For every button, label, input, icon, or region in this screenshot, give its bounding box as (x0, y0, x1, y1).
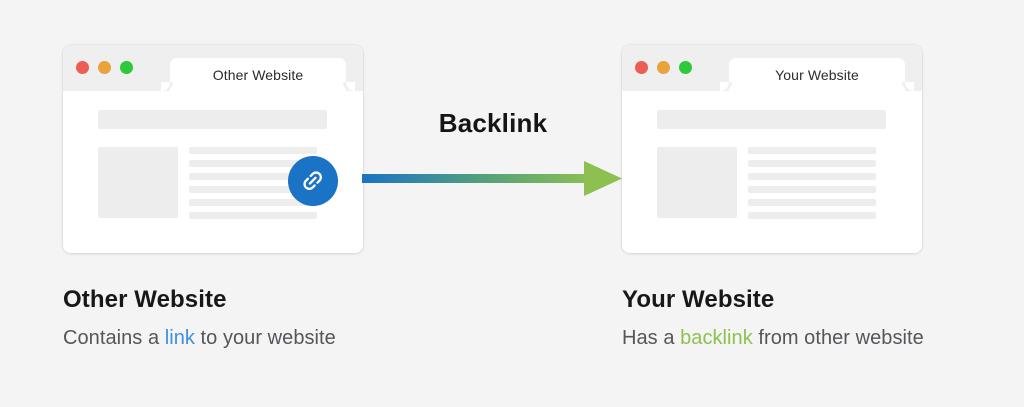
maximize-dot[interactable] (120, 61, 133, 74)
caption-title: Your Website (622, 286, 775, 313)
minimize-dot[interactable] (657, 61, 670, 74)
caption-highlight-link[interactable]: link (164, 327, 195, 349)
close-dot[interactable] (635, 61, 648, 74)
browser-titlebar: Other Website (63, 45, 363, 91)
link-badge[interactable] (288, 156, 338, 206)
browser-titlebar: Your Website (622, 45, 922, 91)
caption-text-before: Contains a (63, 327, 165, 349)
skeleton-text-line (748, 173, 876, 180)
backlink-arrow (362, 155, 624, 201)
browser-tab-label: Other Website (212, 66, 304, 83)
caption-highlight-backlink[interactable]: backlink (680, 327, 753, 349)
skeleton-text-line (748, 199, 876, 206)
skeleton-text-line (189, 173, 317, 180)
skeleton-text-line (189, 147, 317, 154)
close-dot[interactable] (76, 61, 89, 74)
skeleton-header-block (657, 110, 886, 129)
browser-tab-label: Your Website (775, 66, 859, 83)
caption-text-after: from other website (752, 327, 924, 349)
skeleton-image-placeholder (657, 147, 737, 218)
caption-other-website: Other Website Contains a link to your we… (63, 286, 336, 350)
traffic-light-dots (635, 61, 692, 74)
skeleton-text-lines (748, 147, 876, 219)
skeleton-image-placeholder (98, 147, 178, 218)
caption-text-before: Has a (622, 327, 681, 349)
link-icon (300, 168, 326, 194)
caption-text-after: to your website (194, 327, 336, 349)
browser-viewport (622, 91, 922, 253)
skeleton-text-lines (189, 147, 317, 219)
browser-window-other-website: Other Website (63, 45, 363, 253)
backlink-label: Backlink (438, 108, 548, 138)
skeleton-text-line (189, 212, 317, 219)
skeleton-text-line (748, 160, 876, 167)
minimize-dot[interactable] (98, 61, 111, 74)
browser-tab-your-website[interactable]: Your Website (720, 58, 914, 91)
skeleton-text-line (748, 212, 876, 219)
caption-text: Contains a link to your website (63, 327, 336, 350)
skeleton-text-line (748, 186, 876, 193)
caption-your-website: Your Website Has a backlink from other w… (622, 286, 924, 350)
caption-text: Has a backlink from other website (622, 327, 924, 350)
browser-window-your-website: Your Website (622, 45, 922, 253)
traffic-light-dots (76, 61, 133, 74)
browser-tab-other-website[interactable]: Other Website (161, 58, 355, 91)
skeleton-text-line (189, 160, 317, 167)
skeleton-header-block (98, 110, 327, 129)
skeleton-text-line (748, 147, 876, 154)
caption-title: Other Website (63, 286, 227, 313)
skeleton-text-line (189, 186, 317, 193)
skeleton-text-line (189, 199, 317, 206)
maximize-dot[interactable] (679, 61, 692, 74)
